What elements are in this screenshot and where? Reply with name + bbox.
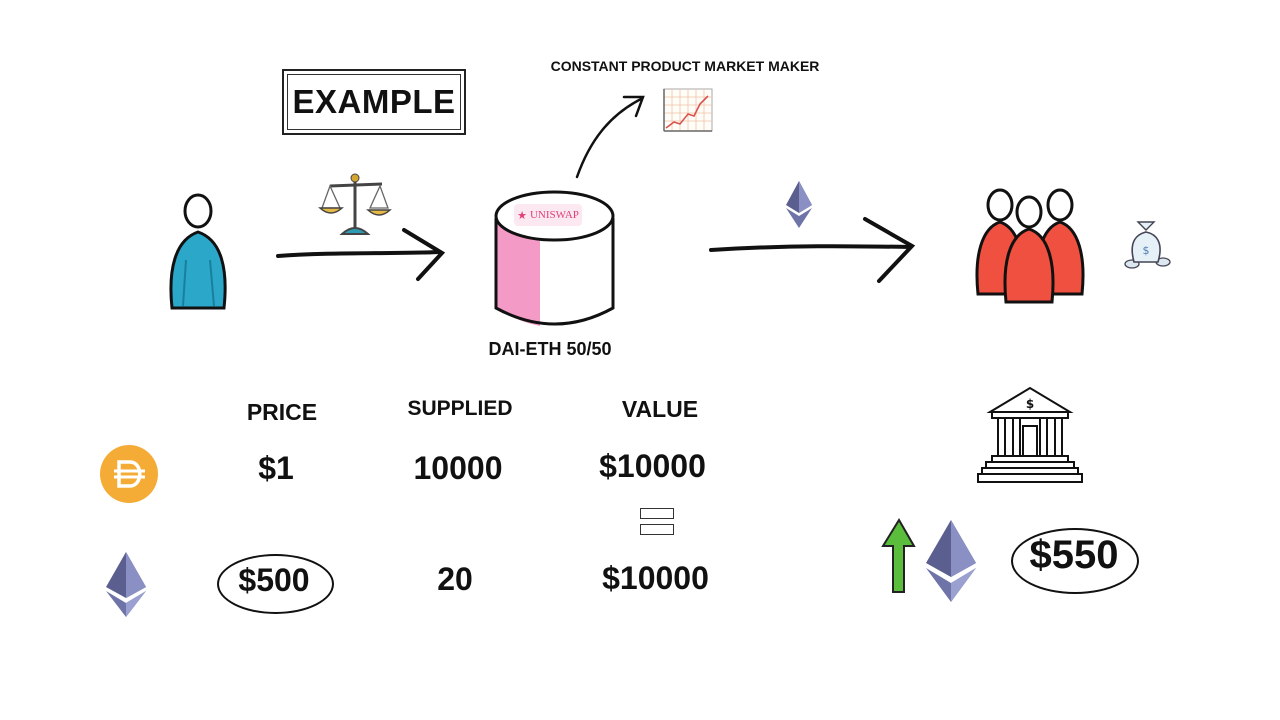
arrow-to-liquidity-providers [709, 217, 916, 283]
user-icon [169, 193, 227, 310]
equals-icon [640, 508, 674, 538]
dai-value: $10000 [599, 448, 706, 484]
header-supplied: SUPPLIED [407, 397, 513, 420]
arrow-to-pool [276, 228, 446, 281]
eth-price-up-icon [926, 520, 976, 602]
eth-price: $500 [238, 562, 310, 598]
unicorn-icon: ★ [517, 209, 527, 222]
new-eth-price: $550 [1029, 533, 1119, 577]
scales-icon [318, 173, 392, 235]
ethereum-icon [786, 181, 812, 228]
arrow-to-cpmm [575, 95, 645, 179]
svg-text:$: $ [1026, 397, 1034, 411]
uniswap-text: UNISWAP [529, 209, 579, 221]
chart-icon [663, 88, 713, 132]
up-arrow-icon [881, 518, 916, 593]
dai-coin-icon [100, 445, 158, 503]
dai-supplied: 10000 [413, 450, 503, 486]
pool-cylinder-icon [494, 190, 615, 326]
svg-text:$: $ [1143, 244, 1150, 257]
dai-price: $1 [258, 450, 294, 486]
bank-icon: $ [977, 386, 1083, 483]
eth-price-oval [217, 554, 334, 614]
eth-table-icon [106, 552, 146, 617]
eth-supplied: 20 [437, 561, 473, 597]
example-label: EXAMPLE [282, 69, 466, 135]
cpmm-label: CONSTANT PRODUCT MARKET MAKER [550, 58, 820, 74]
new-price-oval [1011, 528, 1139, 594]
header-price: PRICE [246, 399, 318, 425]
money-bag-icon: $ [1124, 221, 1171, 269]
eth-value: $10000 [602, 560, 709, 596]
header-value: VALUE [621, 396, 699, 422]
crowd-icon [975, 188, 1085, 304]
uniswap-badge: ★ UNISWAP [514, 204, 582, 226]
pool-label: DAI-ETH 50/50 [488, 339, 612, 359]
